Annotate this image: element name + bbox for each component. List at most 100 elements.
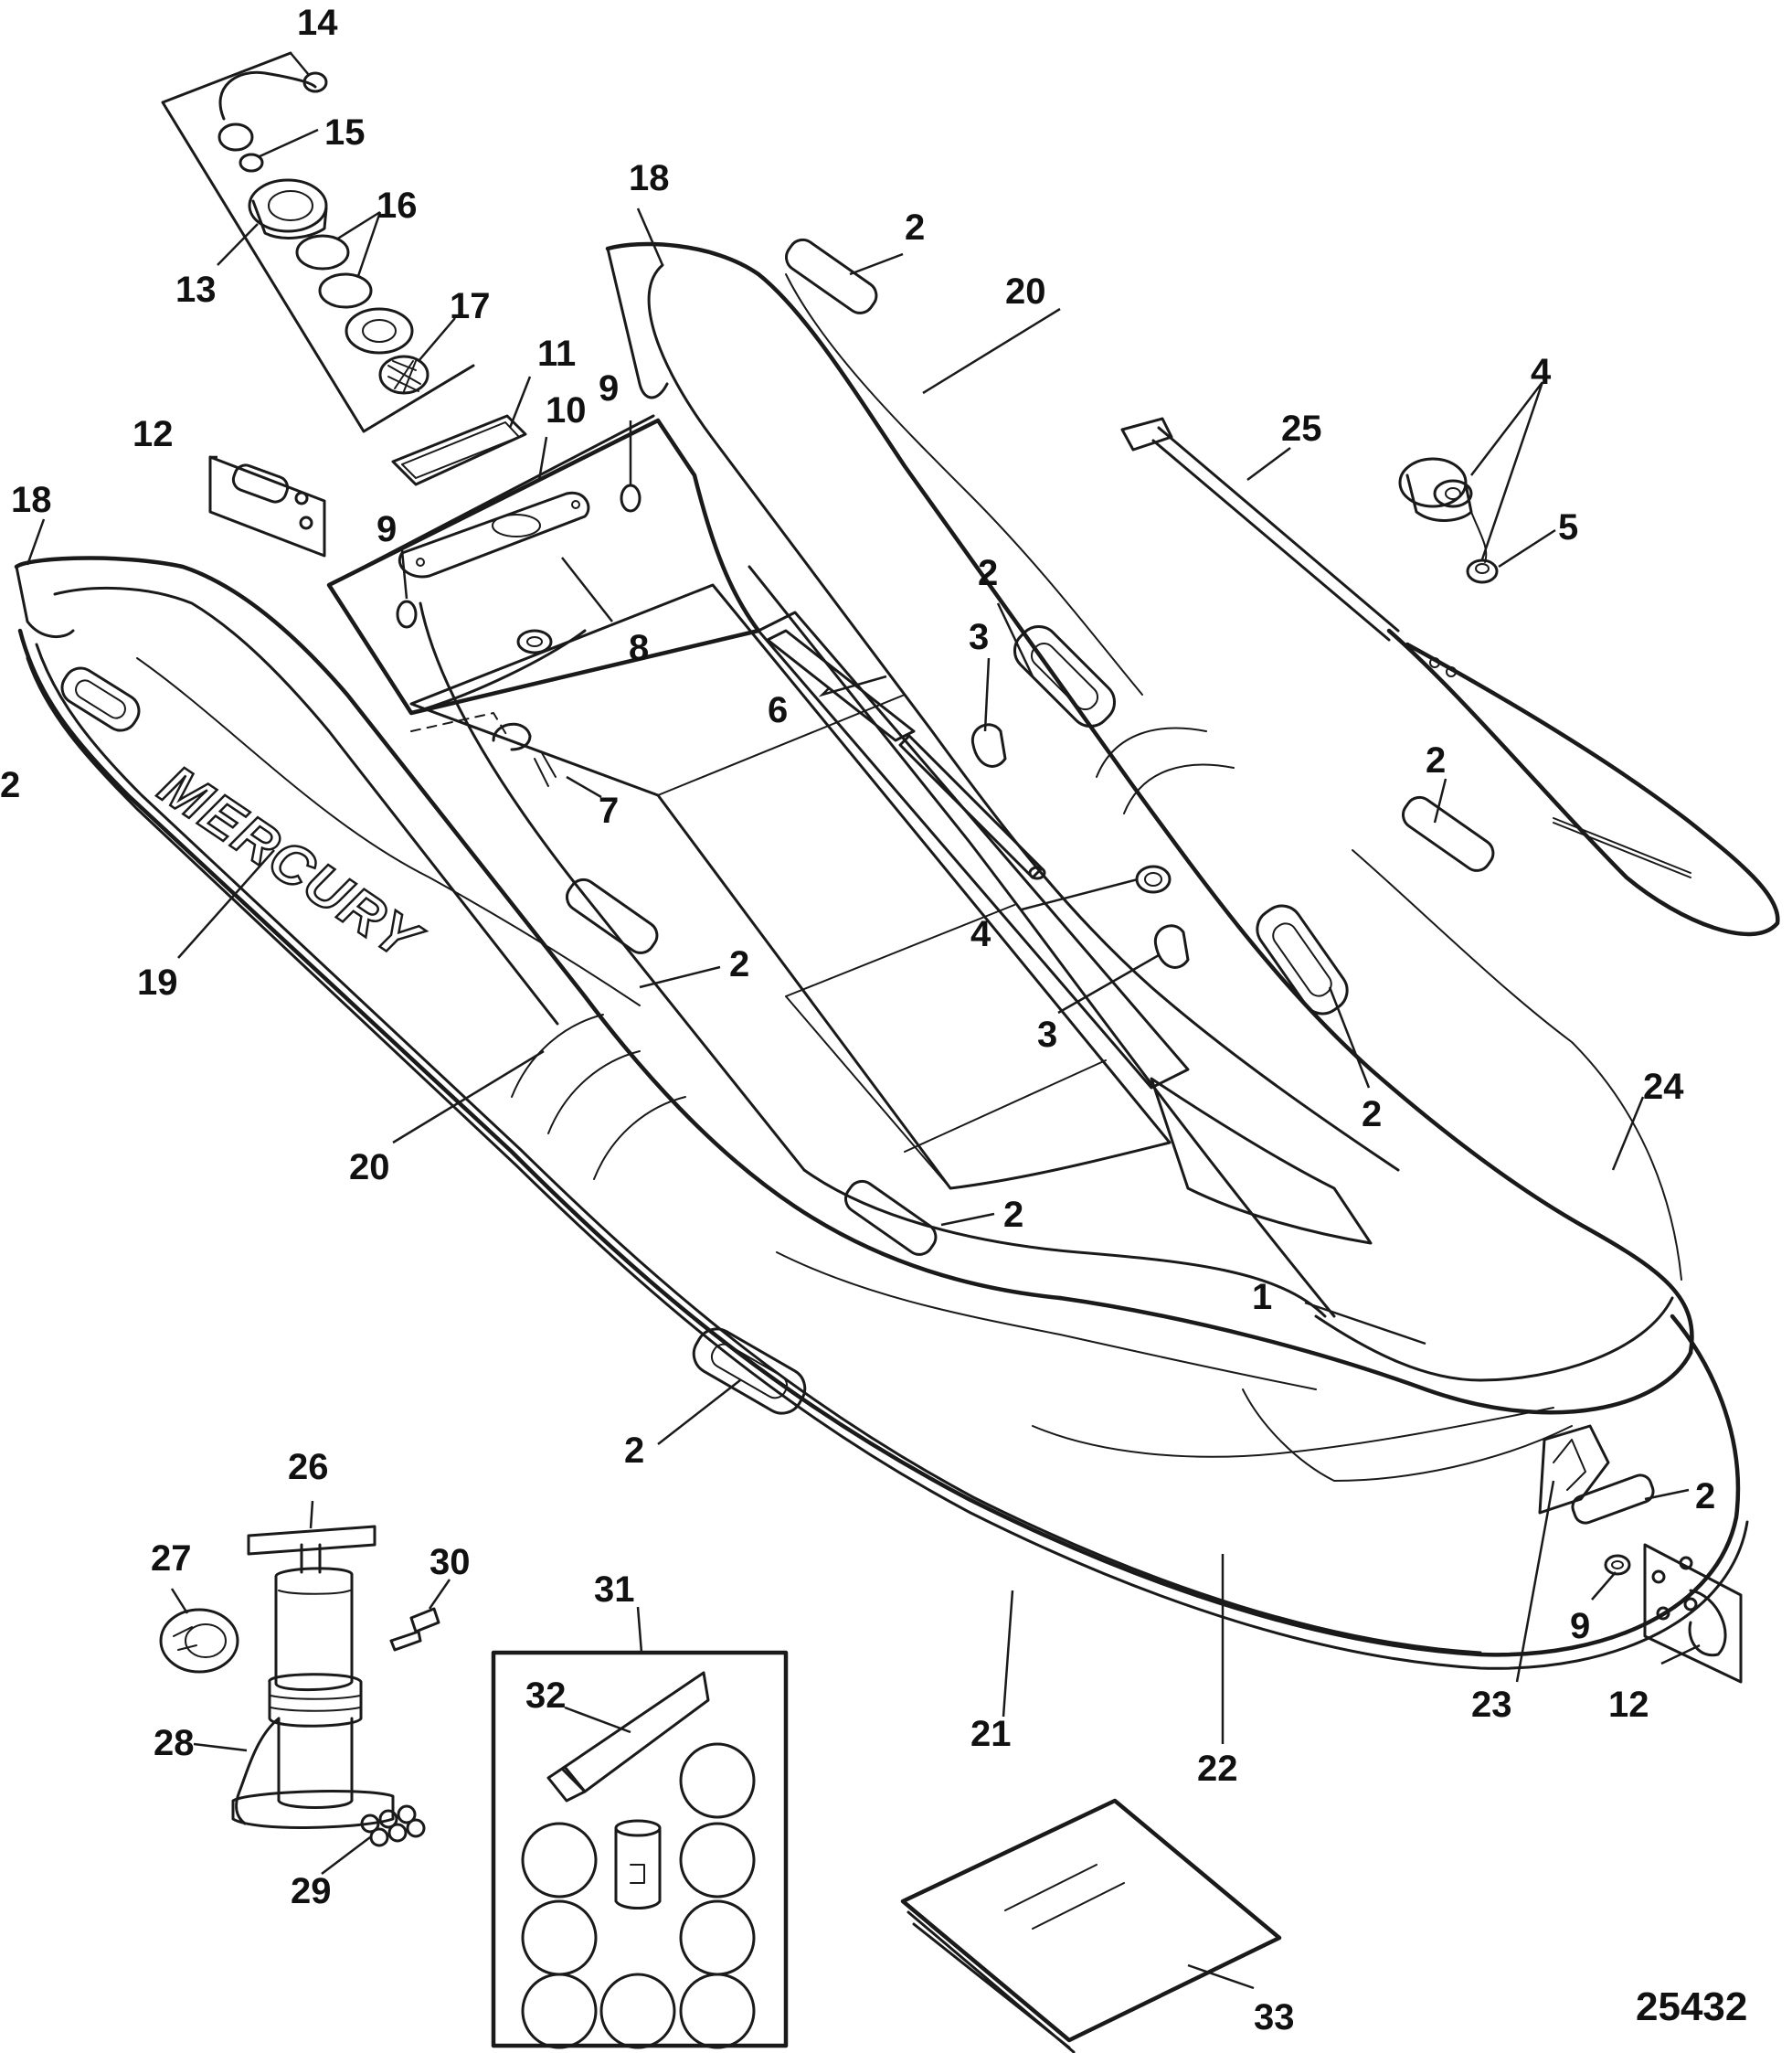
valve-4-on-tube bbox=[1135, 865, 1172, 894]
d-ring-9-right bbox=[620, 484, 642, 513]
valve-explode-group bbox=[161, 51, 475, 433]
pump-adapter-30 bbox=[389, 1607, 440, 1652]
callout-22: 22 bbox=[1197, 1749, 1238, 1789]
repair-kit-box bbox=[491, 1650, 789, 2048]
valve-cap-15 bbox=[217, 122, 254, 152]
callout-12-top: 12 bbox=[133, 414, 174, 454]
starboard-lifeline bbox=[785, 273, 1682, 1281]
floor-panel-seam-2 bbox=[785, 904, 1015, 997]
port-tube-band-2 bbox=[547, 1050, 641, 1134]
callout-2-port-front: 2 bbox=[1003, 1195, 1023, 1235]
o-ring-16a bbox=[295, 234, 350, 271]
oarlock-2 bbox=[1153, 924, 1190, 969]
callout-7: 7 bbox=[599, 791, 619, 831]
leader-lines bbox=[26, 52, 1701, 1990]
bow-curve bbox=[1057, 1295, 1693, 1415]
inflatable-boat-hull: MERCURY bbox=[14, 238, 1749, 1670]
bench-seat bbox=[1150, 1077, 1373, 1245]
inner-tube-edge-port bbox=[419, 601, 806, 1172]
callout-9-top: 9 bbox=[599, 368, 619, 409]
starboard-tube-cone bbox=[606, 247, 669, 399]
repair-kit-31 bbox=[491, 1650, 789, 2049]
handle-starboard-rear bbox=[785, 238, 878, 314]
callout-13: 13 bbox=[175, 270, 217, 310]
callout-31: 31 bbox=[594, 1569, 635, 1610]
callout-2-port-rear: 2 bbox=[0, 765, 20, 805]
bow-inner-curve bbox=[1314, 1296, 1674, 1382]
callout-33: 33 bbox=[1254, 1997, 1295, 2037]
strainer-17 bbox=[378, 355, 429, 395]
starboard-tube-band-2 bbox=[1123, 763, 1235, 814]
callout-10: 10 bbox=[546, 390, 587, 431]
port-tube-band-1 bbox=[511, 1014, 604, 1098]
hull-rub-strake-1 bbox=[26, 656, 1749, 1670]
d-ring-9-left bbox=[396, 600, 418, 629]
callout-4-mid: 4 bbox=[970, 914, 991, 954]
callout-12-bottom: 12 bbox=[1608, 1685, 1649, 1725]
callout-28: 28 bbox=[154, 1723, 195, 1763]
tether-loop-14 bbox=[302, 71, 328, 93]
port-tube-band-3 bbox=[593, 1096, 686, 1180]
patch-circles bbox=[521, 1742, 756, 2049]
port-tube-top-line bbox=[53, 586, 559, 1026]
handle-port-mid bbox=[566, 878, 659, 954]
valve-explode-box bbox=[161, 51, 475, 433]
bow-lifeline bbox=[1032, 1407, 1554, 1458]
callout-15: 15 bbox=[324, 112, 366, 153]
oar-25 bbox=[1120, 417, 1780, 937]
handle-starboard-mid-2 bbox=[1402, 795, 1495, 872]
callout-30: 30 bbox=[429, 1542, 471, 1582]
callout-25: 25 bbox=[1281, 409, 1322, 449]
callout-5: 5 bbox=[1558, 507, 1578, 548]
bow-line bbox=[1242, 1388, 1573, 1482]
callout-21: 21 bbox=[970, 1714, 1012, 1754]
callout-23: 23 bbox=[1471, 1685, 1512, 1725]
callout-1: 1 bbox=[1252, 1277, 1272, 1317]
callout-2-starboard-mid: 2 bbox=[978, 553, 998, 593]
handle-starboard-front bbox=[1256, 904, 1349, 1016]
port-tube-cone bbox=[15, 565, 75, 639]
callout-14: 14 bbox=[297, 3, 338, 43]
thwart-seat bbox=[757, 611, 1190, 1090]
callout-18-port: 18 bbox=[11, 480, 52, 520]
oar-rest-6 bbox=[766, 629, 916, 742]
callout-18-starboard: 18 bbox=[629, 158, 670, 198]
glue-tube-32 bbox=[546, 1671, 710, 1803]
callout-20-starboard: 20 bbox=[1005, 271, 1046, 312]
callout-3-top: 3 bbox=[969, 617, 989, 657]
callout-9-left: 9 bbox=[376, 509, 397, 549]
d-ring-plate-inset-top bbox=[208, 455, 326, 558]
adapter-set-29 bbox=[360, 1804, 426, 1847]
storage-bag-33 bbox=[900, 1798, 1282, 2053]
starboard-tube-band-1 bbox=[1096, 727, 1207, 778]
starboard-tube-inner bbox=[647, 263, 1400, 1172]
transom-cover-11 bbox=[391, 414, 527, 486]
callout-29: 29 bbox=[291, 1871, 332, 1911]
floor-panel-seam-1 bbox=[657, 694, 906, 796]
oarlock-1 bbox=[970, 723, 1007, 768]
callout-8: 8 bbox=[629, 628, 649, 668]
floor-outline bbox=[409, 583, 1172, 1190]
o-ring-16b bbox=[318, 272, 373, 309]
glue-can bbox=[614, 1819, 662, 1909]
floor-panel-seam-4 bbox=[785, 995, 951, 1189]
callout-20-port: 20 bbox=[349, 1147, 390, 1187]
pump-26 bbox=[231, 1525, 395, 1829]
bow-m-logo bbox=[1538, 1424, 1610, 1515]
valve-cap-15b bbox=[239, 153, 264, 173]
oar-tube bbox=[898, 734, 1046, 880]
callout-19: 19 bbox=[137, 963, 178, 1003]
callout-17: 17 bbox=[450, 286, 491, 326]
callout-2-starboard-mid2: 2 bbox=[1426, 740, 1446, 781]
port-lifeline bbox=[136, 657, 1317, 1390]
brand-text: MERCURY bbox=[148, 753, 433, 974]
transom-plate-8 bbox=[398, 491, 590, 579]
transom-lower-edge bbox=[409, 629, 587, 715]
handle-port-front-1 bbox=[844, 1179, 938, 1256]
drain-valve-7 bbox=[410, 712, 557, 787]
callout-16: 16 bbox=[376, 186, 418, 226]
starboard-tube-outline bbox=[605, 241, 1694, 1356]
callout-3-mid: 3 bbox=[1037, 1015, 1057, 1055]
callout-labels: 14 15 16 13 17 18 18 2 20 11 9 12 10 9 8… bbox=[0, 3, 1747, 2037]
